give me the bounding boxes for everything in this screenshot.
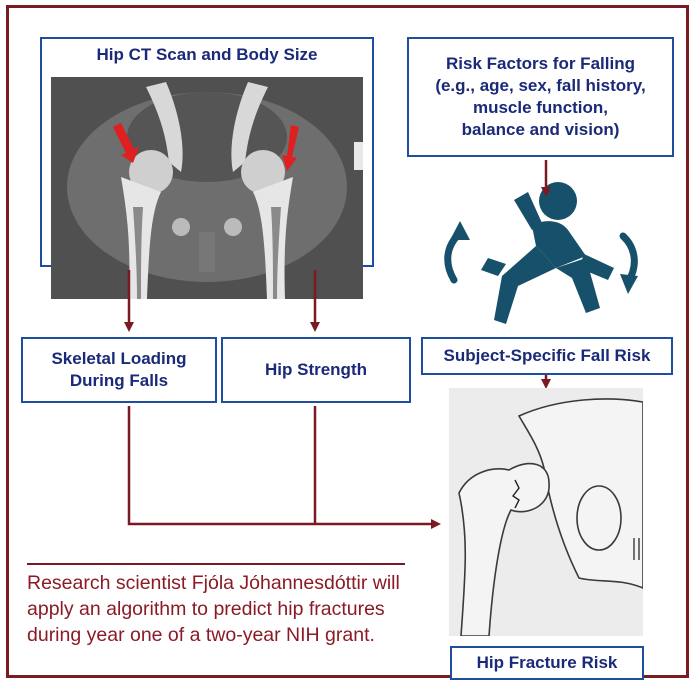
fall-risk-label: Subject-Specific Fall Risk <box>444 345 651 367</box>
caption-text: Research scientist Fjóla Jóhannesdóttir … <box>27 570 422 648</box>
falling-person-icon <box>436 168 651 328</box>
fall-risk-box: Subject-Specific Fall Risk <box>421 337 673 375</box>
risk-factors-box: Risk Factors for Falling (e.g., age, sex… <box>407 37 674 157</box>
hip-strength-box: Hip Strength <box>221 337 411 403</box>
risk-factors-line-3: muscle function, <box>473 97 608 119</box>
ct-scan-title: Hip CT Scan and Body Size <box>42 45 372 65</box>
hip-fracture-risk-box: Hip Fracture Risk <box>450 646 644 680</box>
skeletal-loading-line-2: During Falls <box>70 370 168 392</box>
risk-factors-line-2: (e.g., age, sex, fall history, <box>435 75 645 97</box>
risk-factors-line-4: balance and vision) <box>462 119 620 141</box>
risk-factors-line-1: Risk Factors for Falling <box>446 53 635 75</box>
skeletal-loading-line-1: Skeletal Loading <box>51 348 186 370</box>
hip-fracture-illustration <box>449 388 643 636</box>
ct-scan-image <box>51 77 363 299</box>
hip-fracture-risk-label: Hip Fracture Risk <box>477 652 618 674</box>
ct-scan-panel: Hip CT Scan and Body Size <box>40 37 374 267</box>
caption-divider <box>27 563 405 565</box>
skeletal-loading-box: Skeletal Loading During Falls <box>21 337 217 403</box>
hip-strength-label: Hip Strength <box>265 359 367 381</box>
